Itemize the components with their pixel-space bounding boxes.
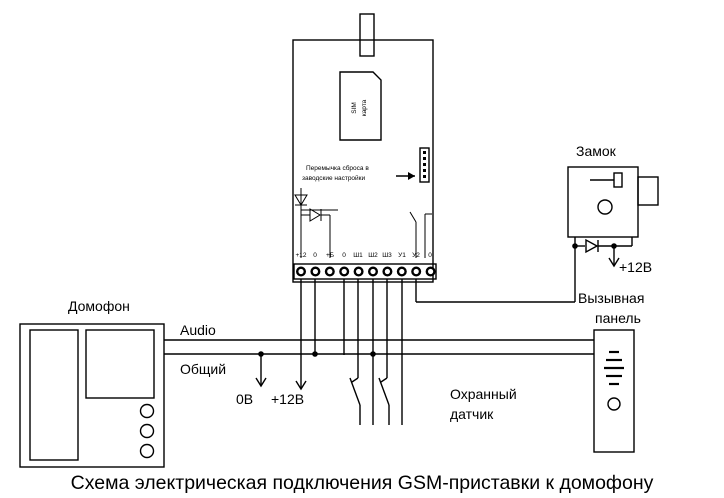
guard-label-2: датчик: [450, 406, 494, 422]
lock-wiring: [415, 237, 633, 303]
jumper-connector: [419, 147, 430, 183]
diagram-caption: Схема электрическая подключения GSM-прис…: [71, 472, 654, 494]
zero-v-tap: [255, 351, 267, 388]
sim-label-1: SIM: [351, 102, 358, 114]
terminal-label: Ш2: [368, 252, 378, 259]
guard-switch-2: [378, 377, 390, 425]
call-panel-label-1: Вызывная: [578, 290, 644, 306]
domofon-unit: Домофон: [19, 298, 165, 468]
common-label: Общий: [180, 361, 226, 377]
domofon-body: [19, 323, 165, 468]
guard-switch-1: [349, 377, 361, 425]
jumper-label-2: заводские настройки: [302, 174, 366, 182]
plus12-lock-label: +12В: [619, 259, 652, 275]
jumper-arrowhead: [408, 172, 415, 180]
terminal-screw-head: [341, 268, 347, 275]
terminal-label: +12: [295, 252, 306, 259]
arrow-down-icon: [608, 257, 620, 268]
plus12-bottom-label: +12В: [271, 391, 304, 407]
lock-keyhole-icon: [597, 199, 613, 215]
terminal-label: 0: [428, 252, 432, 259]
bus-lines: [164, 339, 594, 355]
antenna-icon: [359, 13, 375, 57]
audio-label: Audio: [180, 322, 216, 338]
terminal-label: 0: [342, 252, 346, 259]
domofon-handset: [29, 329, 79, 461]
call-panel: [593, 329, 635, 453]
guard-label-1: Охранный: [450, 386, 517, 402]
lock-cylinder: [637, 176, 659, 206]
terminal-label: +Б: [326, 252, 334, 259]
jumper-label-1: Перемычка сброса в: [306, 164, 369, 172]
lock-body: [567, 166, 639, 238]
gsm-module: SIM карта Перемычка сброса в заводские н…: [292, 13, 437, 283]
zero-v-label: 0В: [236, 391, 253, 407]
arrow-down-icon: [255, 377, 267, 388]
terminal-label: Ш1: [353, 252, 363, 259]
domofon-button-icon: [139, 443, 155, 459]
terminal-label: У1: [398, 252, 406, 259]
terminal-screw-head: [298, 268, 304, 275]
relay-contact: [409, 211, 432, 258]
sim-card-outline: [339, 71, 382, 141]
sim-label-2: карта: [361, 99, 368, 116]
terminal-label: 0: [313, 252, 317, 259]
domofon-button-icon: [139, 423, 155, 439]
terminal-screw-head: [413, 268, 419, 275]
terminal-label: Ш3: [382, 252, 392, 259]
terminal-block: [293, 263, 437, 280]
terminal-screw-head: [356, 268, 362, 275]
terminal-screw-head: [327, 268, 333, 275]
sim-card: SIM карта: [339, 71, 382, 141]
ground-wire: [312, 279, 318, 357]
terminal-screw-head: [312, 268, 318, 275]
domofon-button-icon: [139, 403, 155, 419]
lock-unit: Замок: [567, 143, 659, 238]
terminal-screw-head: [399, 268, 405, 275]
diode-horizontal: [301, 208, 331, 258]
gsm-module-body: [292, 39, 434, 283]
plus12-wire: [295, 279, 307, 391]
lock-bolt: [613, 172, 623, 188]
terminal-screw-head: [428, 268, 434, 275]
diode-vertical: [294, 188, 338, 258]
call-panel-body: [593, 329, 635, 453]
domofon-label: Домофон: [68, 298, 130, 314]
terminal-labels: +12 0 +Б 0 Ш1 Ш2 Ш3 У1 У2 0: [295, 252, 432, 259]
speaker-grille-icon: [604, 350, 624, 386]
arrow-down-icon: [295, 380, 307, 391]
terminal-label: У2: [412, 252, 420, 259]
terminal-screw-head: [384, 268, 390, 275]
domofon-screen: [85, 329, 155, 399]
jumper-pins: [423, 151, 426, 178]
call-button-icon: [607, 397, 621, 411]
guard-sensor-wires: [343, 279, 403, 425]
call-panel-label-2: панель: [595, 310, 641, 326]
diode-icon: [585, 238, 599, 254]
terminal-screw-head: [370, 268, 376, 275]
terminal-block-frame: [293, 263, 437, 280]
lock-label: Замок: [576, 143, 617, 159]
